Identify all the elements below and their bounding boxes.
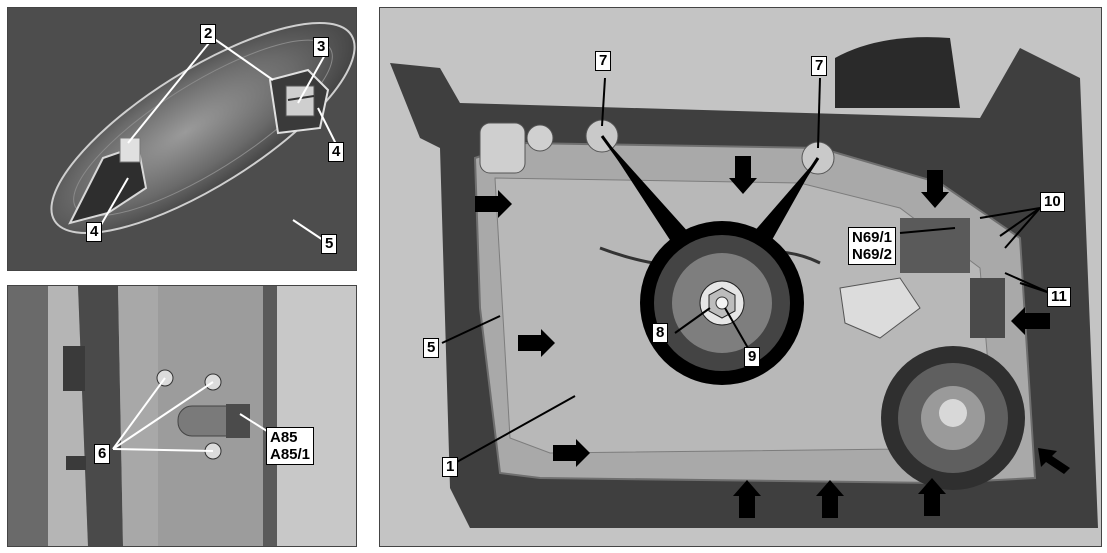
label-9: 9	[744, 347, 761, 367]
door-edge-illustration	[8, 286, 356, 546]
arrow-group	[475, 156, 1070, 518]
arrow-diag-speaker	[1038, 448, 1070, 474]
arrow-down-top	[729, 156, 757, 194]
label-4-rear: 4	[328, 142, 345, 162]
arrow-left-motor	[1011, 307, 1050, 335]
label-3: 3	[313, 37, 330, 57]
label-n69-1-text: N69/1	[852, 229, 893, 246]
label-a85: A85 A85/1	[266, 427, 315, 465]
label-6: 6	[94, 444, 111, 464]
label-a85-1-text: A85/1	[270, 446, 311, 463]
arrow-up-1	[733, 480, 761, 518]
label-n69-2-text: N69/2	[852, 246, 893, 263]
label-n69: N69/1 N69/2	[848, 227, 897, 265]
panel-door-carrier: 7 7 10 N69/1 N69/2 11 5 8 9 1	[379, 7, 1102, 547]
label-5-handle: 5	[321, 234, 338, 254]
label-8: 8	[652, 323, 669, 343]
label-7-left: 7	[595, 51, 612, 71]
label-a85-text: A85	[270, 429, 298, 446]
arrow-down-motor	[921, 170, 949, 208]
label-1: 1	[442, 457, 459, 477]
label-2: 2	[200, 24, 217, 44]
arrow-right-lower	[553, 439, 590, 467]
label-10: 10	[1040, 192, 1065, 212]
label-11: 11	[1047, 287, 1071, 307]
label-7-right: 7	[811, 56, 828, 76]
arrow-right-middle	[518, 329, 555, 357]
panel-door-handle: 2 3 4 4 5	[7, 7, 357, 271]
panel-door-edge: 6 A85 A85/1	[7, 285, 357, 547]
arrow-up-3	[918, 478, 946, 516]
label-5-carrier: 5	[423, 338, 440, 358]
arrow-right-upper	[475, 190, 512, 218]
door-carrier-illustration	[380, 8, 1101, 546]
door-handle-illustration	[8, 8, 356, 270]
arrow-up-2	[816, 480, 844, 518]
label-4-front: 4	[86, 222, 103, 242]
